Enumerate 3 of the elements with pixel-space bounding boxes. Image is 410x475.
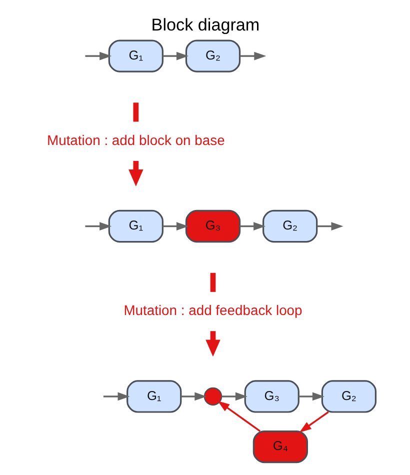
node-text: Mutation : add block on base <box>46 132 224 148</box>
node-text: Mutation : add feedback loop <box>123 302 302 318</box>
diagram-title: Block diagram <box>150 16 260 35</box>
